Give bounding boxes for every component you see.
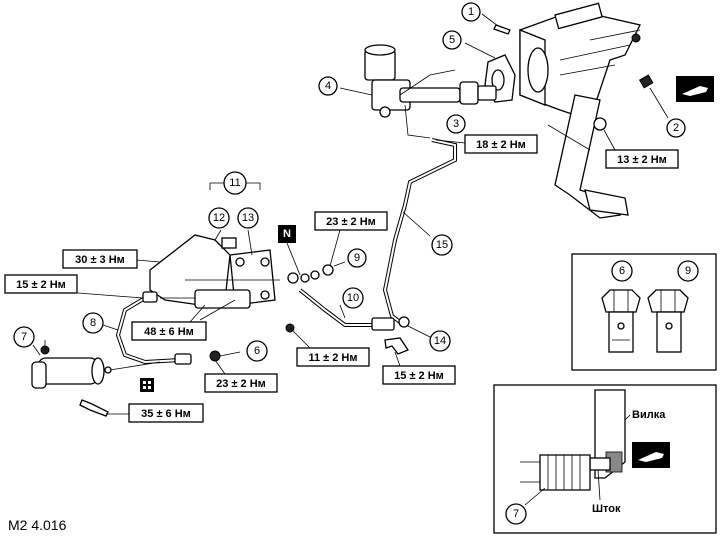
bolt-part-6 xyxy=(209,350,241,362)
callout-6-label: 6 xyxy=(254,345,260,357)
callout-13-label: 13 xyxy=(242,212,254,224)
callout-15: 15 xyxy=(431,234,453,256)
callout-1-label: 1 xyxy=(468,6,474,18)
callout-11: 11 xyxy=(223,171,247,195)
bolt-part-9 xyxy=(322,261,346,276)
callout-8: 8 xyxy=(82,312,104,334)
callout-9-label: 9 xyxy=(354,252,360,264)
callout-3-top-label: 3 xyxy=(453,118,459,130)
screw-part-1 xyxy=(481,13,511,35)
torque-label-48: 48 ± 6 Нм xyxy=(131,304,207,341)
torque-label-23-top-text: 23 ± 2 Нм xyxy=(326,216,376,228)
callout-2: 2 xyxy=(666,118,686,138)
torque-label-18: 18 ± 2 Нм xyxy=(435,134,538,154)
clip-part-14 xyxy=(384,316,433,355)
callout-5-label: 5 xyxy=(449,34,455,46)
torque-label-15-right: 15 ± 2 Нм xyxy=(382,351,456,385)
inset-fork-label: Вилка xyxy=(632,409,666,421)
torque-label-23-bottom-text: 23 ± 2 Нм xyxy=(216,378,266,390)
inset-callout-6-label: 6 xyxy=(619,265,625,277)
callout-5: 5 xyxy=(442,30,462,50)
callout-15-label: 15 xyxy=(436,239,448,251)
torque-label-15-left-text: 15 ± 2 Нм xyxy=(16,279,66,291)
callout-1: 1 xyxy=(461,2,481,22)
grease-icon xyxy=(676,76,714,102)
figure-code: M2 4.016 xyxy=(8,517,67,533)
flexible-hose-part-10 xyxy=(298,288,395,331)
callout-7: 7 xyxy=(13,326,35,348)
pedal-box-assembly xyxy=(519,2,641,219)
sealant-icon xyxy=(140,378,154,392)
inset-fork-rod: Вилка Шток 7 xyxy=(493,384,717,534)
bracket-assembly-part-11 xyxy=(149,172,320,349)
callout-3-top: 3 xyxy=(446,114,466,134)
callout-2-label: 2 xyxy=(673,122,679,134)
callout-10: 10 xyxy=(342,287,364,309)
callout-9: 9 xyxy=(347,248,367,268)
callout-4-label: 4 xyxy=(325,80,331,92)
inset-bolts: 6 9 xyxy=(571,253,717,371)
callout-7-label: 7 xyxy=(21,331,27,343)
callout-10-label: 10 xyxy=(347,292,359,304)
slave-cylinder-part-7 xyxy=(31,340,161,389)
torque-label-48-text: 48 ± 6 Нм xyxy=(144,326,194,338)
callout-14: 14 xyxy=(429,330,451,352)
torque-label-23-bottom: 23 ± 2 Нм xyxy=(204,359,278,393)
torque-label-11: 11 ± 2 Нм xyxy=(296,347,370,367)
torque-label-15-left: 15 ± 2 Нм xyxy=(4,274,144,299)
hydraulic-pipe-part-8 xyxy=(102,291,192,365)
callout-12-label: 12 xyxy=(213,212,225,224)
inset-callout-9-label: 9 xyxy=(685,265,691,277)
torque-label-15-right-text: 15 ± 2 Нм xyxy=(394,370,444,382)
callout-6: 6 xyxy=(246,340,268,362)
nut-part-2 xyxy=(638,74,669,119)
torque-label-35: 35 ± 6 Нм xyxy=(106,403,204,423)
callout-14-label: 14 xyxy=(434,335,446,347)
torque-label-30: 30 ± 3 Нм xyxy=(62,249,161,269)
callout-13: 13 xyxy=(237,207,259,229)
inset-callout-7-label: 7 xyxy=(513,508,519,520)
callout-12: 12 xyxy=(208,207,230,229)
new-part-badge-label: N xyxy=(283,228,291,240)
bolt-lower xyxy=(79,399,109,417)
callout-11-label: 11 xyxy=(229,177,240,189)
callout-8-label: 8 xyxy=(90,317,96,329)
hydraulic-pipe-part-15 xyxy=(382,138,457,324)
torque-label-23-top: 23 ± 2 Нм xyxy=(314,211,388,267)
master-cylinder-part-4 xyxy=(339,44,497,139)
new-part-badge: N xyxy=(278,225,301,276)
torque-label-13-text: 13 ± 2 Нм xyxy=(617,154,667,166)
torque-label-30-text: 30 ± 3 Нм xyxy=(75,254,125,266)
torque-label-13: 13 ± 2 Нм xyxy=(603,129,679,169)
inset-rod-label: Шток xyxy=(592,503,621,515)
torque-label-18-text: 18 ± 2 Нм xyxy=(476,139,526,151)
torque-label-35-text: 35 ± 6 Нм xyxy=(141,408,191,420)
torque-label-11-text: 11 ± 2 Нм xyxy=(308,352,357,364)
callout-4: 4 xyxy=(318,76,338,96)
